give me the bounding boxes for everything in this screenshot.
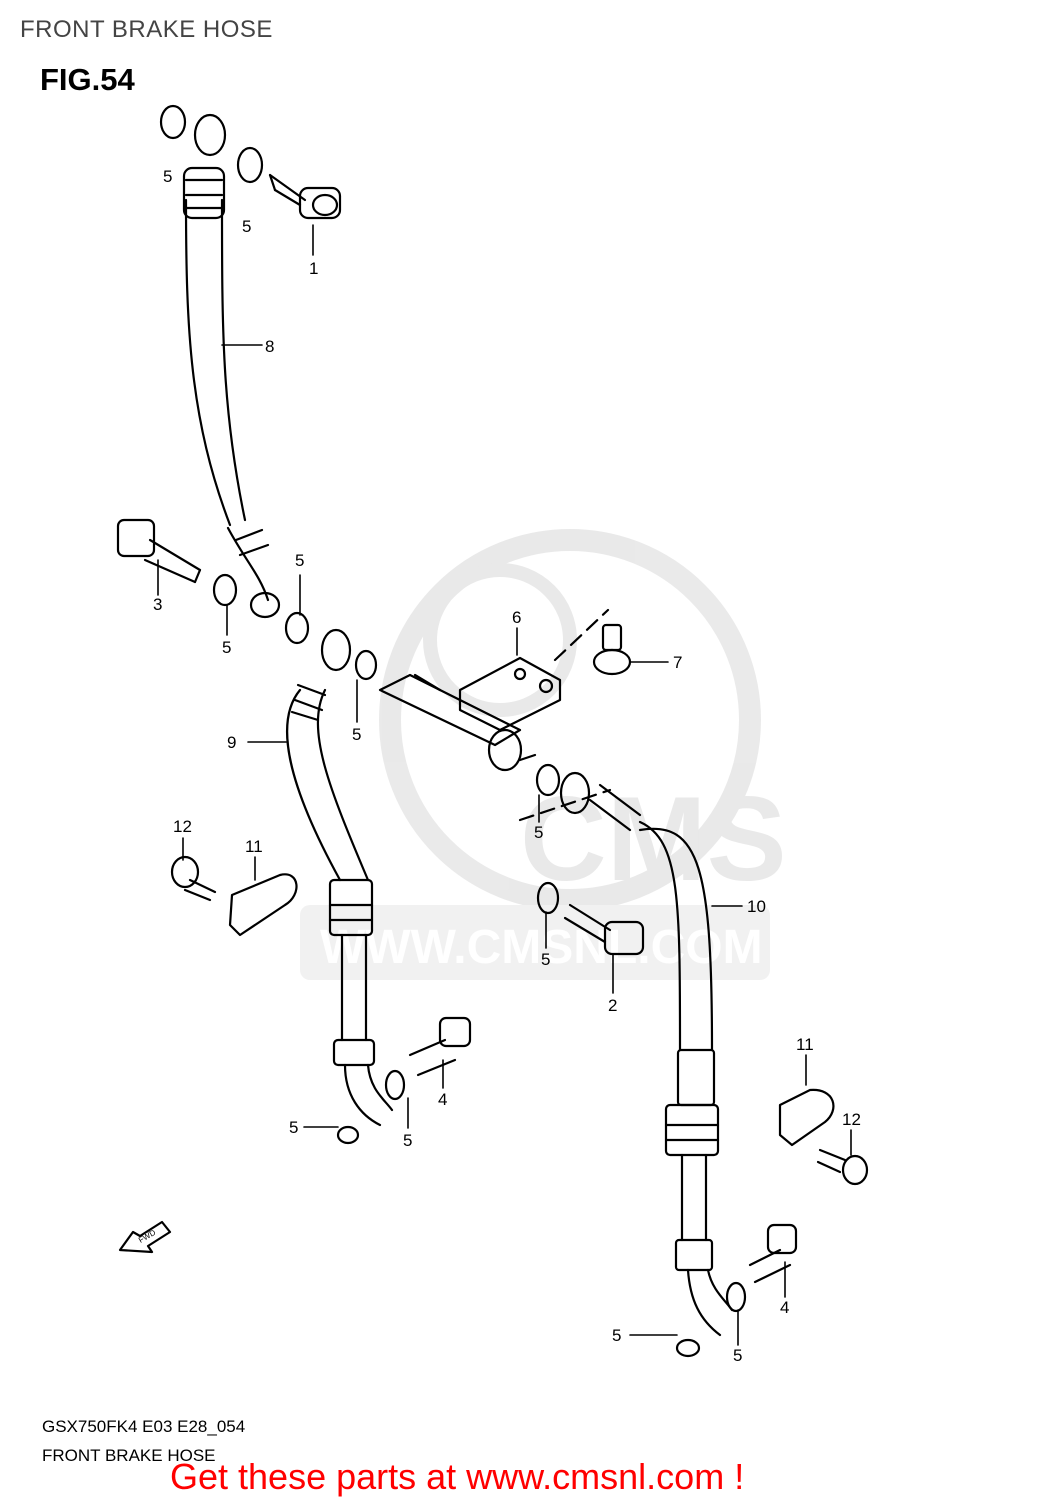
callout-label: 5 xyxy=(242,217,251,236)
cta-link[interactable]: Get these parts at www.cmsnl.com ! xyxy=(170,1456,745,1497)
callout-label: 5 xyxy=(352,725,361,744)
callout-label: 2 xyxy=(608,996,617,1015)
bolt-12-left xyxy=(170,855,217,902)
washer-5-f xyxy=(336,1125,360,1145)
callout-label: 5 xyxy=(289,1118,298,1137)
callout-label: 7 xyxy=(673,653,682,672)
bolt-7 xyxy=(592,623,632,676)
watermark-url: WWW.CMSNL.COM xyxy=(320,921,763,974)
junction-6 xyxy=(378,608,612,822)
callout-label: 3 xyxy=(153,595,162,614)
washer-5-e xyxy=(354,649,378,681)
callout-label: 11 xyxy=(245,837,263,856)
callout-label: 11 xyxy=(796,1035,814,1054)
washer-5-b xyxy=(236,146,264,184)
washer-5-h xyxy=(535,763,561,797)
page-header: FRONT BRAKE HOSE xyxy=(20,16,273,43)
bolt-3 xyxy=(116,518,202,584)
clamp-11-left xyxy=(228,873,298,937)
callout-label: 5 xyxy=(295,551,304,570)
callouts: 5 5 1 8 3 5 5 6 7 5 9 5 12 11 10 5 2 4 5… xyxy=(153,167,861,1365)
callout-label: 10 xyxy=(747,897,766,916)
clamp-11-right xyxy=(778,1088,835,1147)
callout-label: 4 xyxy=(780,1298,789,1317)
bolt-4-right xyxy=(748,1223,798,1284)
washer-5-j xyxy=(675,1338,701,1358)
watermark-cms: CMS xyxy=(520,772,787,906)
watermark-logo: CMS WWW.CMSNL.COM xyxy=(300,529,787,980)
figure-label: FIG.54 xyxy=(40,62,135,97)
bolt-2 xyxy=(563,903,645,956)
fwd-arrow-icon xyxy=(118,1220,172,1254)
leader-lines xyxy=(157,224,852,1346)
callout-label: 12 xyxy=(842,1110,861,1129)
callout-label: 8 xyxy=(265,337,274,356)
footer-title: FRONT BRAKE HOSE xyxy=(42,1446,216,1465)
model-code: GSX750FK4 E03 E28_054 xyxy=(42,1417,246,1436)
washer-5-d xyxy=(284,611,310,645)
bolt-12-right xyxy=(816,1148,869,1186)
callout-label: 1 xyxy=(309,259,318,278)
callout-label: 9 xyxy=(227,733,236,752)
callout-label: 5 xyxy=(733,1346,742,1365)
callout-label: 4 xyxy=(438,1090,447,1109)
washer-5-a xyxy=(159,104,187,140)
callout-label: 5 xyxy=(403,1131,412,1150)
callout-label: 12 xyxy=(173,817,192,836)
washer-5-g xyxy=(384,1069,406,1101)
washer-5-i xyxy=(536,881,560,915)
washer-5-k xyxy=(725,1281,747,1313)
hose-9 xyxy=(285,628,394,1127)
washer-5-c xyxy=(212,573,238,607)
callout-label: 5 xyxy=(222,638,231,657)
bolt-1 xyxy=(268,173,342,220)
callout-label: 5 xyxy=(612,1326,621,1345)
callout-label: 5 xyxy=(163,167,172,186)
callout-label: 5 xyxy=(534,823,543,842)
callout-label: 6 xyxy=(512,608,521,627)
callout-label: 5 xyxy=(541,950,550,969)
hose-8 xyxy=(182,113,281,619)
bolt-4-left xyxy=(408,1016,472,1077)
